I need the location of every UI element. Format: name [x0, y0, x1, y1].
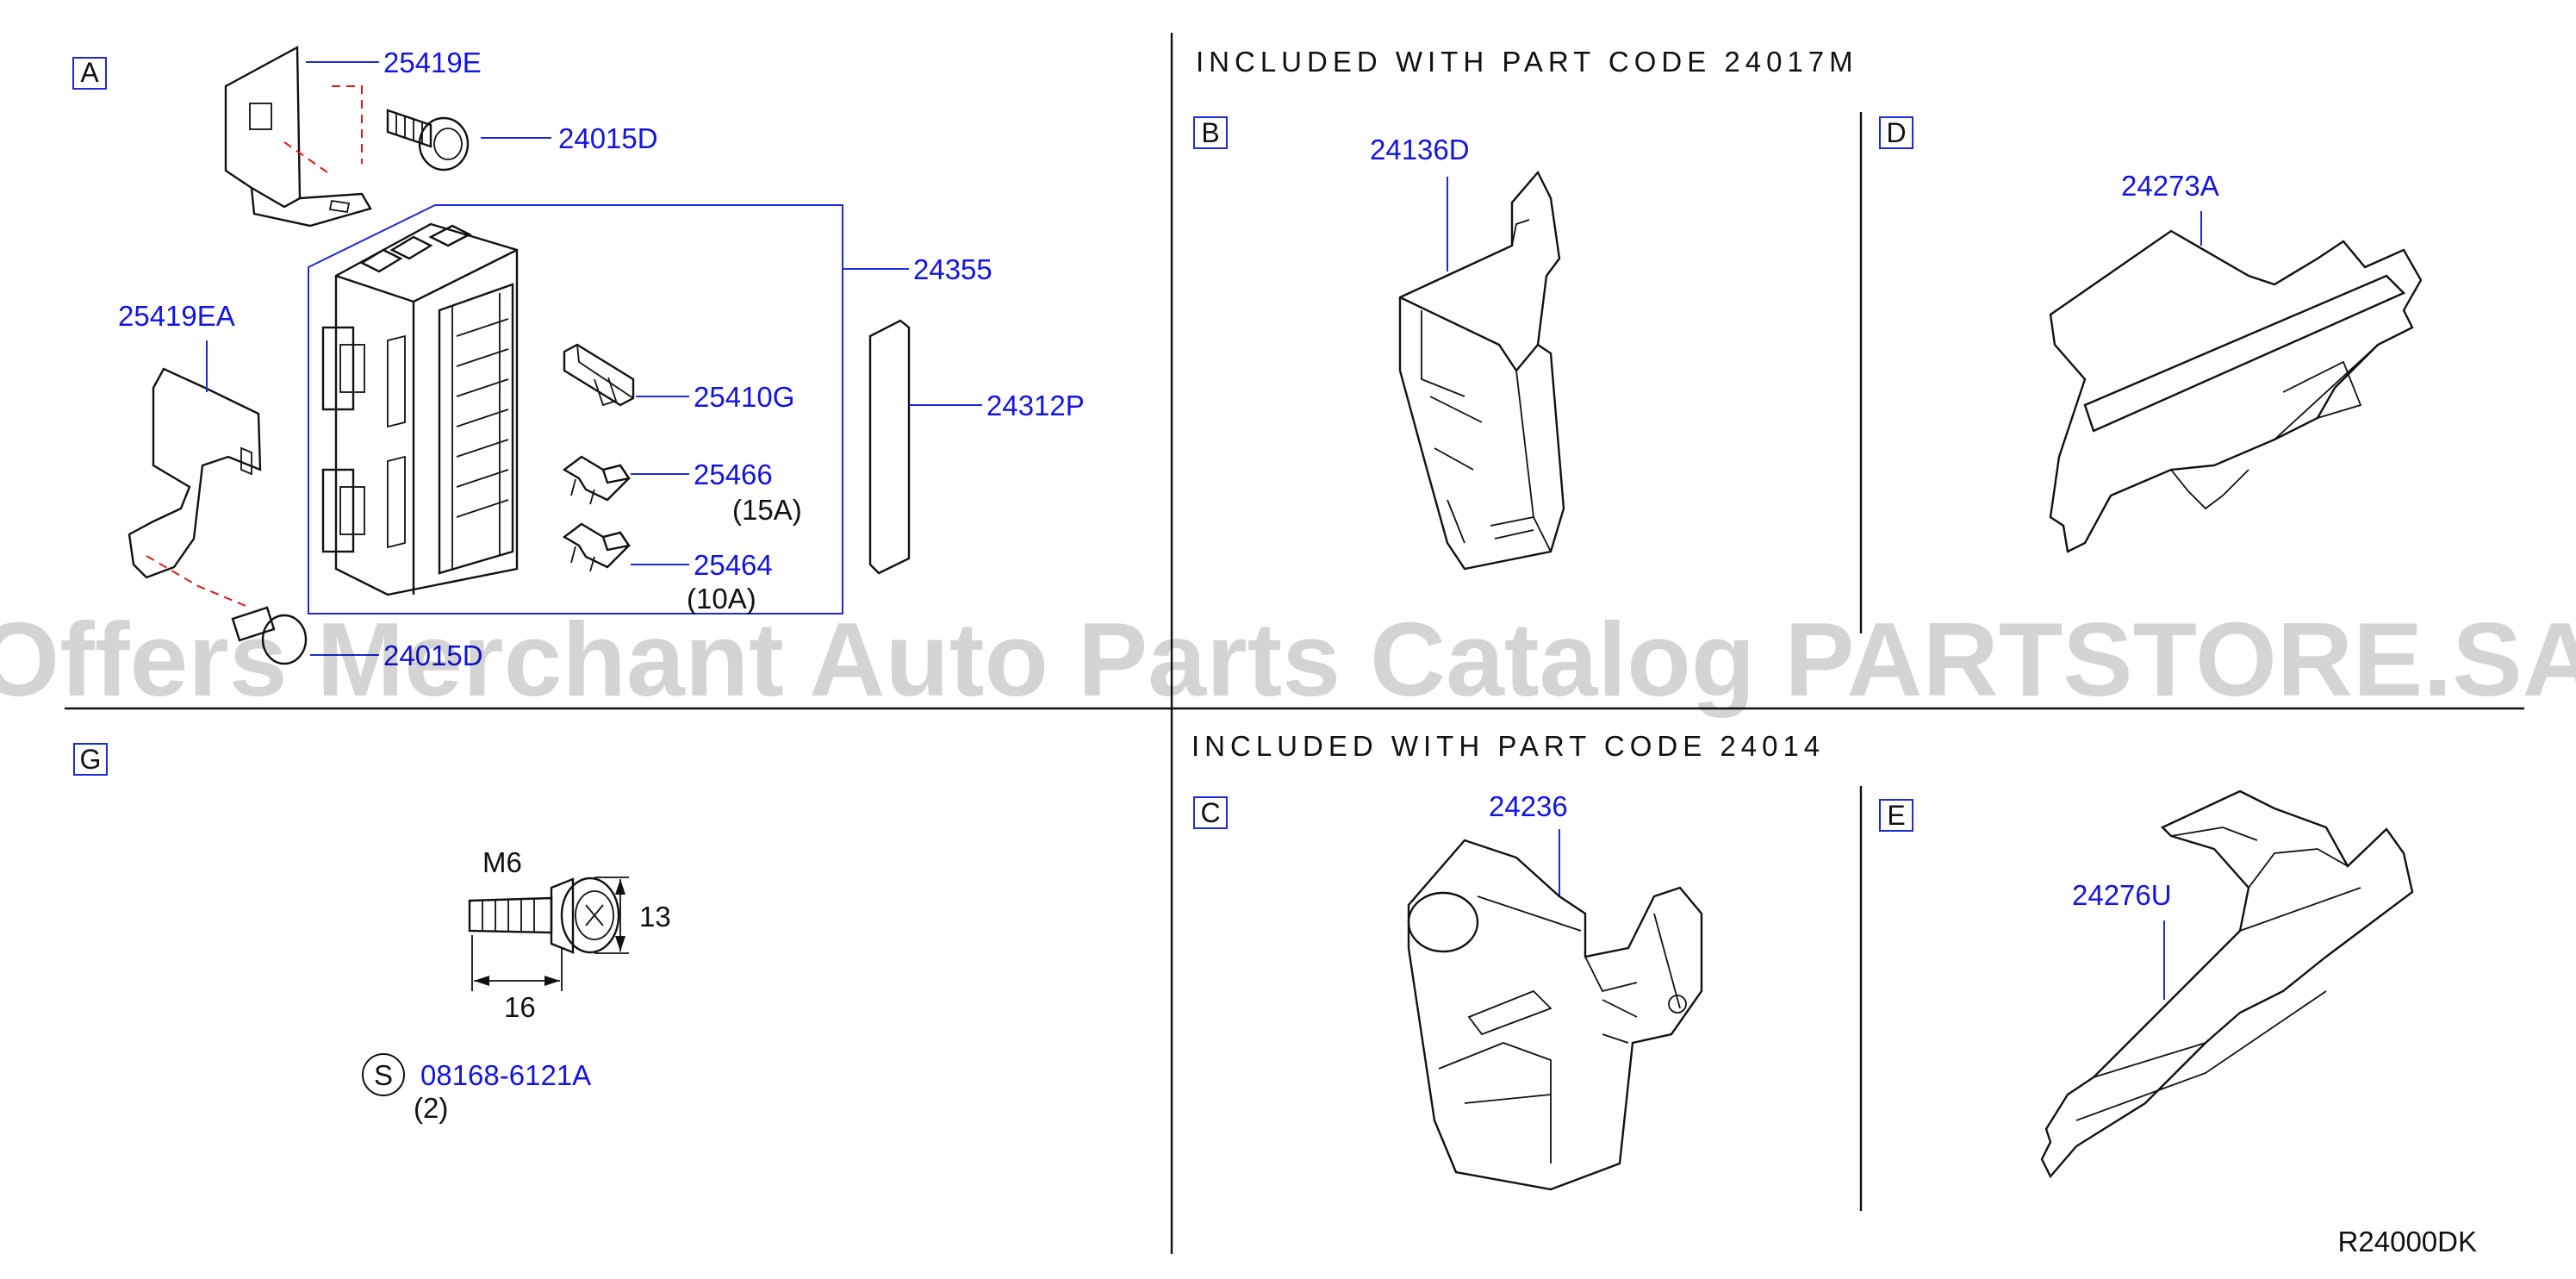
duct-24276u-drawing [2040, 789, 2414, 1179]
part-link-25410g[interactable]: 25410G [694, 381, 794, 413]
part-link-24276u[interactable]: 24276U [2072, 879, 2172, 911]
part-link-25419e[interactable]: 25419E [383, 47, 482, 78]
part-link-24015d-top[interactable]: 24015D [558, 122, 658, 154]
duct-24273a-drawing [2049, 229, 2423, 553]
section-dividers [65, 33, 2524, 1254]
bolt-08168-drawing [468, 877, 620, 954]
section-g-label: G [80, 744, 102, 775]
guide-bracket-bolt [283, 141, 328, 173]
part-link-25464[interactable]: 25464 [694, 549, 773, 581]
duct-24236-drawing [1407, 839, 1703, 1191]
part-link-24236[interactable]: 24236 [1489, 790, 1568, 822]
caption-24017m: INCLUDED WITH PART CODE 24017M [1196, 46, 1858, 78]
bracket-25419e-drawing [224, 46, 372, 228]
standard-part-symbol [362, 1053, 405, 1096]
section-c-label: C [1200, 797, 1220, 828]
part-link-25466[interactable]: 25466 [694, 459, 773, 490]
section-d-label: D [1886, 117, 1906, 148]
bolt-head-height: 13 [639, 901, 671, 933]
section-b-box [1193, 116, 1228, 149]
part-link-24355[interactable]: 24355 [913, 253, 992, 285]
bolt-24015d-top-drawing [386, 109, 470, 172]
section-g-box [73, 743, 108, 776]
part-link-24136d[interactable]: 24136D [1370, 134, 1470, 165]
section-d: D 24273A [1879, 116, 2423, 553]
frame-24355 [308, 204, 843, 615]
standard-part-symbol-letter: S [374, 1059, 393, 1091]
duct-24136d-drawing [1398, 170, 1565, 571]
fuse-25466-drawing [562, 455, 631, 505]
section-a: A 25419E 24015D 24355 [72, 46, 1085, 671]
caption-24014: INCLUDED WITH PART CODE 24014 [1192, 730, 1825, 762]
section-b: B 24136D [1193, 116, 1565, 571]
dimension-length [471, 935, 563, 991]
section-e: E 24276U [1879, 789, 2414, 1179]
section-g: G M6 13 16 S 08168-6121A (2) [73, 743, 671, 1124]
part-link-24015d-bottom[interactable]: 24015D [383, 640, 483, 671]
diagram-code: R24000DK [2338, 1226, 2477, 1257]
section-d-box [1879, 116, 1913, 149]
bolt-thread-size: M6 [482, 846, 522, 878]
fuse-25464-drawing [562, 522, 631, 572]
note-25464-amp: (10A) [687, 583, 756, 615]
bolt-length: 16 [504, 991, 536, 1023]
note-25466-amp: (15A) [732, 494, 802, 526]
cover-24312p-drawing [868, 319, 911, 575]
part-link-25419ea[interactable]: 25419EA [118, 300, 235, 332]
dimension-head-height [594, 877, 629, 954]
bracket-25419ea-drawing [128, 367, 262, 579]
section-a-label: A [80, 57, 99, 88]
guide-25419ea [146, 555, 251, 608]
section-e-label: E [1887, 800, 1905, 831]
section-e-box [1879, 799, 1913, 832]
part-link-24273a[interactable]: 24273A [2121, 170, 2219, 202]
part-quantity: (2) [414, 1092, 448, 1124]
section-b-label: B [1201, 117, 1219, 148]
part-link-24312p[interactable]: 24312P [986, 390, 1085, 421]
section-a-box [72, 57, 107, 90]
relay-25410g-drawing [563, 343, 635, 407]
part-link-08168-6121a[interactable]: 08168-6121A [420, 1059, 591, 1091]
fuse-block-drawing [321, 222, 519, 596]
bolt-24015d-bottom-drawing [231, 606, 308, 665]
watermark: Offers Merchant Auto Parts Catalog PARTS… [0, 601, 2576, 718]
section-c-box [1193, 796, 1228, 829]
section-c: C 24236 [1193, 790, 1703, 1191]
guide-25419e [332, 85, 363, 164]
